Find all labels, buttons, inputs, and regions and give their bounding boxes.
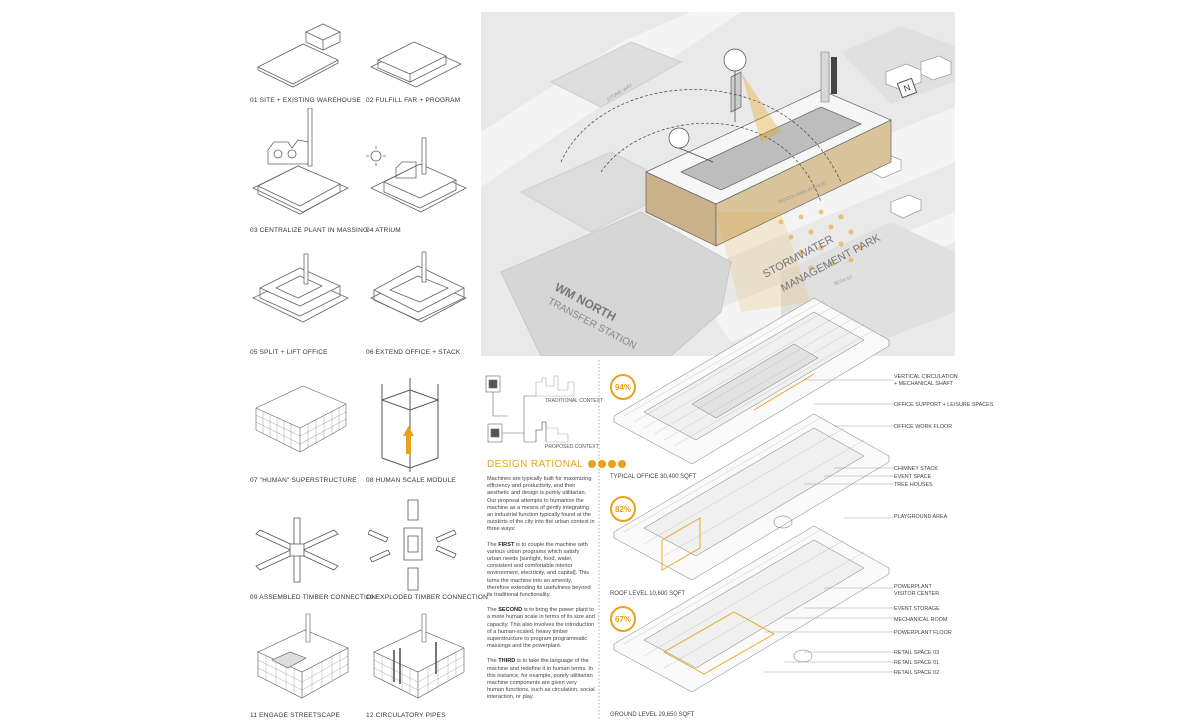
- rationale-third-pre: The: [487, 658, 499, 665]
- step-04-diagram: [366, 137, 467, 213]
- proposed-context-label: PROPOSED CONTEXT: [545, 444, 599, 450]
- callout-event-space: EVENT SPACE: [894, 474, 932, 480]
- rationale-third: The THIRD is to take the language of the…: [487, 658, 595, 701]
- step-01-label: 01 SITE + EXISTING WAREHOUSE: [250, 97, 362, 104]
- callout-tree-houses: TREE HOUSES: [894, 482, 933, 488]
- rationale-first: The FIRST is to couple the machine with …: [487, 542, 595, 600]
- callout-powerplant: POWERPLANT: [894, 584, 932, 590]
- level-2-percent: 82%: [610, 496, 636, 522]
- step-08-diagram: [380, 378, 440, 472]
- rationale-dot-2: [598, 460, 607, 468]
- rationale-second-text: is to bring the power plant to a more hu…: [487, 607, 595, 650]
- step-01-diagram: [257, 23, 341, 88]
- step-12-diagram: [373, 613, 465, 699]
- exploded-axonometric: [613, 297, 894, 693]
- rationale-first-pre: The: [487, 541, 499, 548]
- level-1-percent: 94%: [610, 374, 636, 400]
- site-map-drawing: [481, 12, 955, 356]
- callout-mechanical-room: MECHANICAL ROOM: [894, 617, 948, 623]
- rationale-second: The SECOND is to bring the power plant t…: [487, 607, 595, 650]
- traditional-context-label: TRADITIONAL CONTEXT: [545, 398, 604, 404]
- step-07-diagram: [255, 385, 347, 453]
- callout-vertical-circulation: VERTICAL CIRCULATION: [894, 374, 958, 380]
- callout-playground: PLAYGROUND AREA: [894, 514, 948, 520]
- dotted-guide-line: [598, 360, 600, 720]
- step-08-label: 08 HUMAN SCALE MODULE: [366, 477, 456, 484]
- step-06-diagram: [370, 251, 467, 323]
- step-09-diagram: [255, 517, 339, 583]
- rationale-third-key: THIRD: [498, 658, 516, 665]
- level-2-label: ROOF LEVEL 10,600 SQFT: [610, 591, 686, 597]
- design-rational-body: Machines are typically built for maximiz…: [487, 476, 595, 710]
- step-09-label: 09 ASSEMBLED TIMBER CONNECTION: [250, 594, 377, 601]
- rationale-third-text: is to take the language of the machine a…: [487, 658, 595, 701]
- callout-office-support: OFFICE SUPPORT + LEISURE SPACES: [894, 402, 994, 408]
- design-rational-title: DESIGN RATIONAL: [487, 459, 584, 470]
- callout-visitor-center: VISITOR CENTER: [894, 591, 940, 597]
- callout-retail-03: RETAIL SPACE 03: [894, 650, 940, 656]
- step-02-diagram: [370, 41, 462, 88]
- callout-event-storage: EVENT STORAGE: [894, 606, 940, 612]
- rationale-dot-3: [608, 460, 617, 468]
- design-rational-heading: DESIGN RATIONAL: [487, 459, 627, 470]
- step-12-label: 12 CIRCULATORY PIPES: [366, 712, 446, 719]
- step-11-diagram: [257, 613, 349, 699]
- step-11-label: 11 ENGAGE STREETSCAPE: [250, 712, 341, 719]
- rationale-first-text: is to couple the machine with various ur…: [487, 541, 591, 599]
- step-05-diagram: [252, 253, 349, 323]
- context-diagram: [485, 375, 575, 443]
- step-03-label: 03 CENTRALIZE PLANT IN MASSING: [250, 227, 369, 234]
- callout-powerplant-floor: POWERPLANT FLOOR: [894, 630, 952, 636]
- level-1-label: TYPICAL OFFICE 30,400 SQFT: [610, 474, 697, 480]
- callout-retail-02: RETAIL SPACE 02: [894, 670, 940, 676]
- rationale-dot-4: [618, 460, 627, 468]
- step-10-diagram: [368, 499, 457, 591]
- callout-retail-01: RETAIL SPACE 01: [894, 660, 940, 666]
- step-05-label: 05 SPLIT + LIFT OFFICE: [250, 349, 328, 356]
- callout-mechanical-shaft: + MECHANICAL SHAFT: [894, 381, 953, 387]
- level-3-label: GROUND LEVEL 29,650 SQFT: [610, 712, 695, 718]
- step-03-diagram: [252, 108, 349, 215]
- step-07-label: 07 "HUMAN" SUPERSTRUCTURE: [250, 477, 357, 484]
- step-02-label: 02 FULFILL FAR + PROGRAM: [366, 97, 461, 104]
- step-10-label: 10 EXPLODED TIMBER CONNECTION: [366, 594, 488, 601]
- rationale-second-key: SECOND: [498, 607, 523, 614]
- rationale-first-key: FIRST: [498, 541, 515, 548]
- rationale-intro: Machines are typically built for maximiz…: [487, 476, 595, 533]
- callout-chimney-stack: CHIMNEY STACK: [894, 466, 938, 472]
- callout-office-work-floor: OFFICE WORK FLOOR: [894, 424, 953, 430]
- step-06-label: 06 EXTEND OFFICE + STACK: [366, 349, 461, 356]
- rationale-dot-1: [588, 460, 597, 468]
- step-04-label: 04 ATRIUM: [366, 227, 401, 234]
- site-axonometric: WM NORTH TRANSFER STATION STORMWATER MAN…: [481, 12, 955, 356]
- level-3-percent: 67%: [610, 606, 636, 632]
- rationale-second-pre: The: [487, 607, 499, 614]
